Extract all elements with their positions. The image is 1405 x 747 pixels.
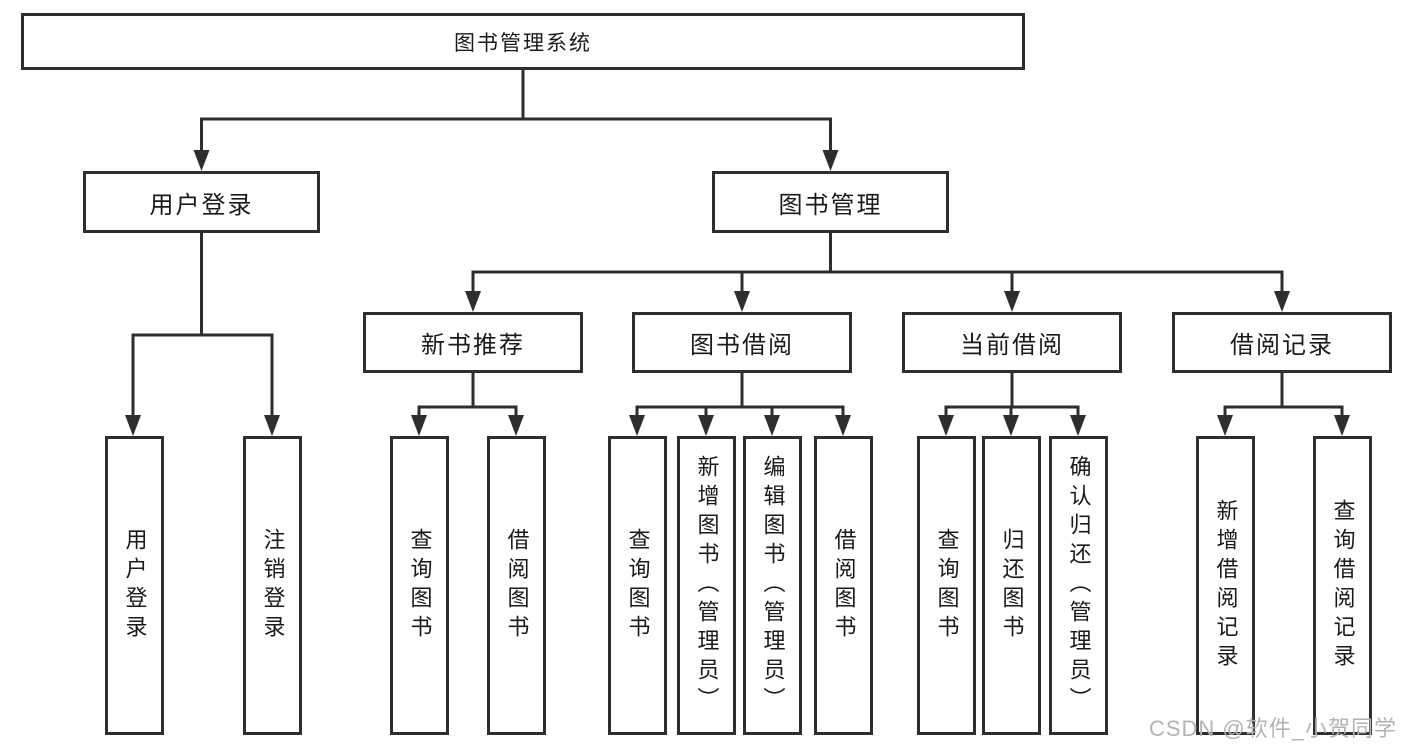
arrowhead <box>1274 291 1290 312</box>
arrowhead <box>193 150 210 171</box>
arrowhead <box>822 150 839 171</box>
leaf-label: 新增借阅记录 <box>1213 498 1239 673</box>
leaf-query-borrow-record: 查询借阅记录 <box>1313 436 1372 735</box>
csdn-watermark: CSDN @软件_小贺同学 <box>1148 716 1397 741</box>
leaf-label: 查询图书 <box>407 527 433 644</box>
arrowhead <box>1070 415 1086 436</box>
arrowhead <box>938 415 954 436</box>
leaf-query-books-recommend: 查询图书 <box>390 436 449 735</box>
arrowhead <box>264 415 280 436</box>
leaf-label: 确认归还（管理员） <box>1066 455 1092 716</box>
leaf-label: 查询图书 <box>934 527 960 644</box>
leaf-label: 编辑图书（管理员） <box>760 455 786 716</box>
leaf-label: 借阅图书 <box>831 527 857 644</box>
leaf-add-borrow-record: 新增借阅记录 <box>1196 436 1255 735</box>
node-new-book-recommendation: 新书推荐 <box>363 312 583 373</box>
leaf-label: 查询图书 <box>625 527 651 644</box>
leaf-logout: 注销登录 <box>243 436 302 735</box>
connector-newbook-to-leaves <box>417 372 518 417</box>
arrowhead <box>1004 291 1020 312</box>
connector-userlogin-to-leaves <box>131 232 274 417</box>
node-book-management: 图书管理 <box>712 171 949 233</box>
arrowhead <box>125 415 141 436</box>
leaf-edit-books-admin: 编辑图书（管理员） <box>743 436 802 735</box>
arrowhead <box>835 415 851 436</box>
leaf-label: 借阅图书 <box>504 527 530 644</box>
arrowhead <box>508 415 524 436</box>
leaf-query-books-borrow: 查询图书 <box>608 436 667 735</box>
arrowhead <box>1217 415 1233 436</box>
arrowhead <box>411 415 427 436</box>
connector-root-to-level2 <box>200 69 832 152</box>
leaf-return-books: 归还图书 <box>982 436 1041 735</box>
leaf-label: 查询借阅记录 <box>1330 498 1356 673</box>
arrowhead <box>1334 415 1350 436</box>
connector-borrow-to-leaves <box>635 372 845 417</box>
arrowhead <box>1003 415 1019 436</box>
leaf-label: 新增图书（管理员） <box>694 455 720 716</box>
leaf-label: 注销登录 <box>260 527 286 644</box>
connector-bookmgmt-to-level3 <box>471 232 1284 293</box>
node-user-login: 用户登录 <box>83 171 320 233</box>
leaf-confirm-return-admin: 确认归还（管理员） <box>1049 436 1108 735</box>
node-current-borrowing: 当前借阅 <box>902 312 1122 373</box>
leaf-user-login: 用户登录 <box>105 436 164 735</box>
connector-current-to-leaves <box>944 372 1080 417</box>
node-root-library-system: 图书管理系统 <box>21 13 1025 70</box>
node-book-borrowing: 图书借阅 <box>632 312 852 373</box>
arrowhead <box>465 291 481 312</box>
leaf-add-books-admin: 新增图书（管理员） <box>677 436 736 735</box>
arrowhead <box>764 415 780 436</box>
leaf-borrow-books-recommend: 借阅图书 <box>487 436 546 735</box>
leaf-query-books-current: 查询图书 <box>917 436 976 735</box>
leaf-label: 归还图书 <box>999 527 1025 644</box>
connector-records-to-leaves <box>1223 372 1344 417</box>
arrowhead <box>734 291 750 312</box>
leaf-label: 用户登录 <box>122 527 148 644</box>
arrowhead <box>629 415 645 436</box>
arrowhead <box>698 415 714 436</box>
node-borrowing-records: 借阅记录 <box>1172 312 1392 373</box>
leaf-borrow-books: 借阅图书 <box>814 436 873 735</box>
